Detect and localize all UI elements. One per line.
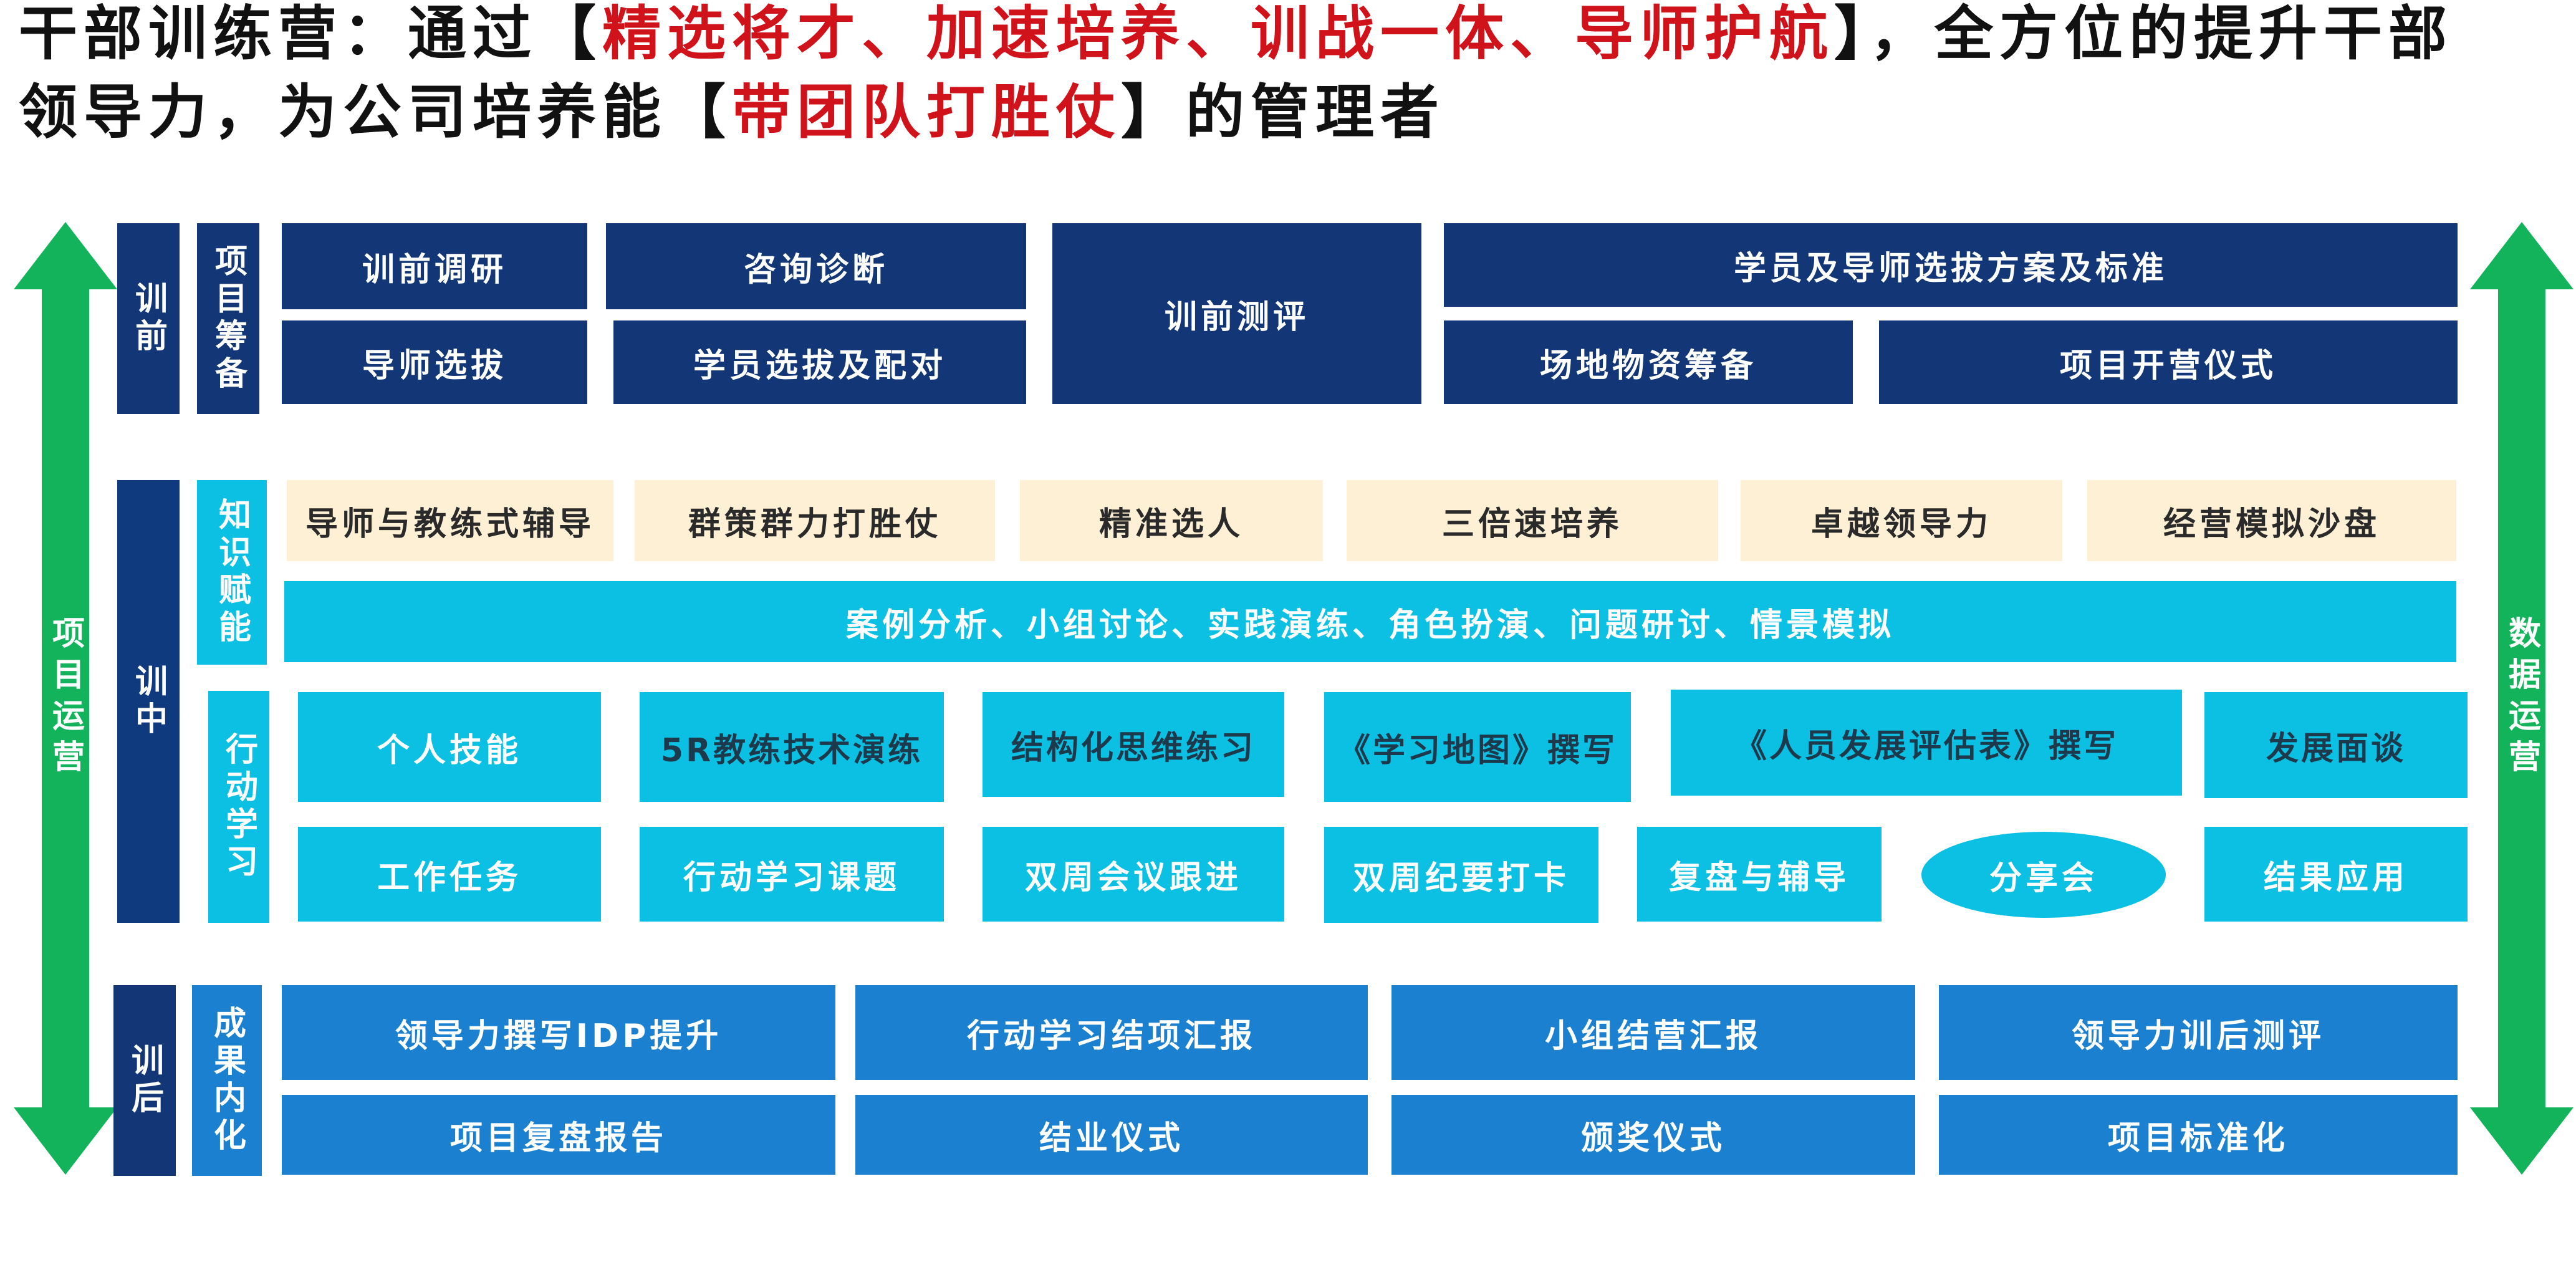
action-row1-item-3: 结构化思维练习	[983, 692, 1284, 797]
action-row2-item-5: 复盘与辅导	[1637, 827, 1882, 922]
title-line-1-highlight: 精选将才、加速培养、训战一体、导师护航	[602, 0, 1835, 68]
action-row1-item-5: 《人员发展评估表》撰写	[1671, 690, 2182, 796]
action-row2-item-7: 结果应用	[2204, 827, 2468, 922]
knowledge-methods-band: 案例分析、小组讨论、实践演练、角色扮演、问题研讨、情景模拟	[284, 581, 2456, 662]
pre-box-consulting: 咨询诊断	[606, 223, 1026, 309]
knowledge-course-4: 三倍速培养	[1347, 480, 1718, 561]
title-line-2-highlight: 带团队打胜仗	[732, 79, 1122, 147]
action-row1-item-1: 个人技能	[298, 692, 601, 802]
action-row2-item-2: 行动学习课题	[640, 827, 944, 922]
title-line-1-suffix: 】，全方位的提升干部	[1834, 0, 2454, 68]
action-row1-item-4: 《学习地图》撰写	[1324, 692, 1631, 802]
action-row2-item-3: 双周会议跟进	[983, 827, 1284, 922]
pre-box-mentor-selection: 导师选拔	[282, 320, 587, 404]
right-arrow-label: 数据运营	[2502, 616, 2540, 781]
post-row1-item-4: 领导力训后测评	[1939, 985, 2458, 1080]
action-row1-item-6: 发展面谈	[2204, 692, 2468, 798]
knowledge-course-3: 精准选人	[1020, 480, 1323, 561]
post-row2-item-2: 结业仪式	[855, 1095, 1368, 1175]
title-line-1: 干部训练营：通过【精选将才、加速培养、训战一体、导师护航】，全方位的提升干部	[19, 5, 2562, 64]
post-row2-item-1: 项目复盘报告	[282, 1095, 835, 1175]
post-row1-item-2: 行动学习结项汇报	[855, 985, 1368, 1080]
pre-box-research: 训前调研	[282, 223, 587, 309]
pre-box-opening: 项目开营仪式	[1879, 320, 2458, 404]
action-row2-item-1: 工作任务	[298, 827, 601, 922]
pre-box-venue: 场地物资筹备	[1444, 320, 1853, 404]
title-line-2: 领导力，为公司培养能【带团队打胜仗】的管理者	[19, 84, 2562, 142]
pre-box-selection-plan: 学员及导师选拔方案及标准	[1444, 223, 2458, 307]
post-row1-item-1: 领导力撰写IDP提升	[282, 985, 835, 1080]
project-prep-label: 项目筹备	[197, 223, 259, 414]
knowledge-course-2: 群策群力打胜仗	[635, 480, 995, 561]
left-double-arrow	[14, 222, 117, 1175]
action-row1-item-2: 5R教练技术演练	[640, 692, 944, 802]
post-row1-item-3: 小组结营汇报	[1391, 985, 1915, 1080]
title-line-2-prefix: 领导力，为公司培养能【	[19, 79, 733, 147]
phase-mid-label: 训中	[117, 480, 180, 923]
title-line-2-suffix: 】的管理者	[1121, 79, 1446, 147]
right-double-arrow	[2470, 222, 2574, 1175]
action-row2-item-6: 分享会	[1921, 832, 2166, 918]
knowledge-course-1: 导师与教练式辅导	[287, 480, 613, 561]
action-learning-label: 行动学习	[208, 691, 269, 923]
knowledge-course-5: 卓越领导力	[1741, 480, 2062, 561]
phase-post-label: 训后	[113, 985, 176, 1176]
pre-box-student-selection: 学员选拔及配对	[613, 320, 1026, 404]
phase-pre-label: 训前	[117, 223, 180, 414]
post-row2-item-3: 颁奖仪式	[1391, 1095, 1915, 1175]
title-line-1-prefix: 干部训练营：通过【	[19, 0, 603, 68]
knowledge-course-6: 经营模拟沙盘	[2087, 480, 2456, 561]
post-row2-item-4: 项目标准化	[1939, 1095, 2458, 1175]
pre-box-assessment: 训前测评	[1052, 223, 1421, 404]
action-row2-item-4: 双周纪要打卡	[1324, 827, 1598, 923]
left-arrow-label: 项目运营	[46, 616, 84, 781]
knowledge-label: 知识赋能	[197, 480, 267, 665]
results-label: 成果内化	[192, 985, 262, 1176]
